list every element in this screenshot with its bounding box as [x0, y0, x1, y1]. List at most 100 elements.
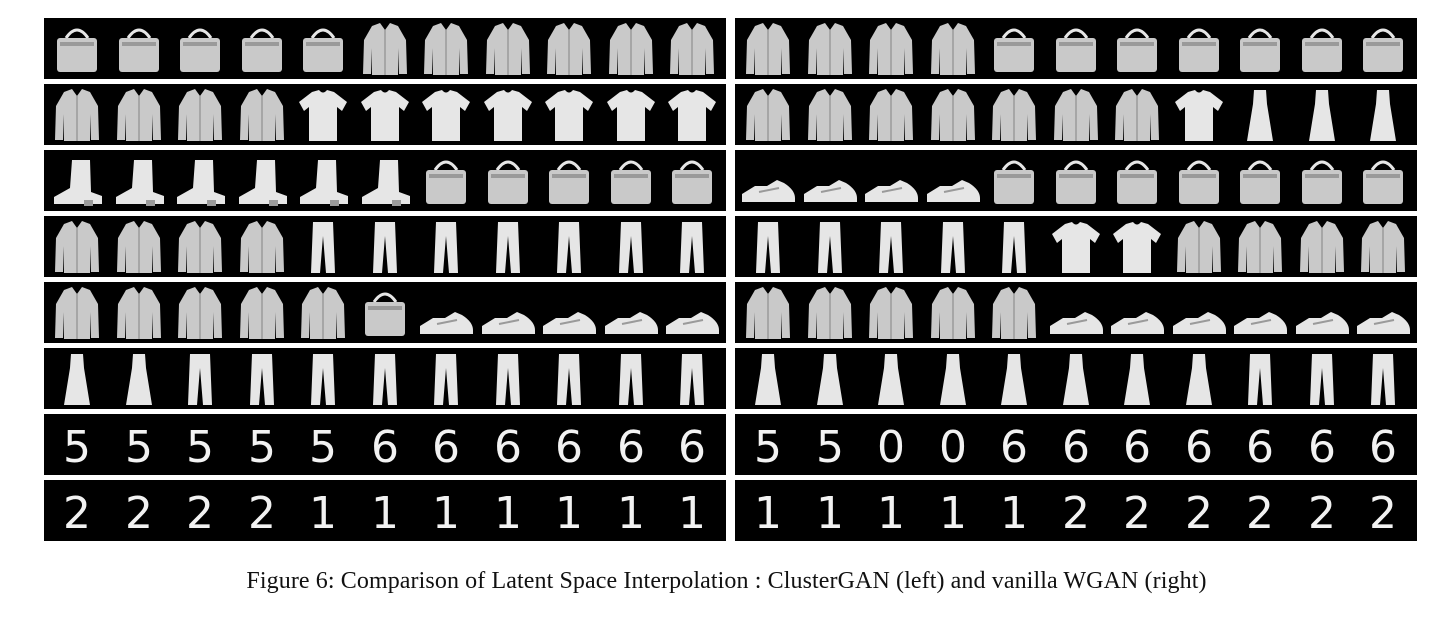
trouser-sample-image — [1229, 348, 1291, 409]
sneaker-sample-image — [477, 282, 539, 343]
wgan-row-4 — [735, 216, 1417, 277]
coat-sample-image — [108, 282, 170, 343]
svg-text:2: 2 — [1308, 488, 1336, 539]
digit-6-sample: 6 — [415, 414, 477, 475]
coat-sample-image — [922, 282, 984, 343]
bag-sample-image — [661, 150, 723, 211]
digit-1-sample: 1 — [737, 480, 799, 541]
trouser-sample-image — [737, 216, 799, 277]
sneaker-sample-image — [737, 150, 799, 211]
bag-sample-image — [46, 18, 108, 79]
digit-6-sample: 6 — [1106, 414, 1168, 475]
tshirt-sample-image — [661, 84, 723, 145]
digit-2-sample: 2 — [1168, 480, 1230, 541]
svg-text:6: 6 — [1185, 422, 1213, 473]
coat-sample-image — [169, 216, 231, 277]
svg-text:1: 1 — [877, 488, 905, 539]
trouser-sample-image — [538, 216, 600, 277]
digit-2-sample: 2 — [1352, 480, 1414, 541]
svg-text:5: 5 — [125, 422, 153, 473]
trouser-sample-image — [231, 348, 293, 409]
coat-sample-image — [231, 84, 293, 145]
coat-sample-image — [538, 18, 600, 79]
sneaker-sample-image — [1352, 282, 1414, 343]
sneaker-sample-image — [1168, 282, 1230, 343]
boot-sample-image — [231, 150, 293, 211]
svg-text:1: 1 — [371, 488, 399, 539]
svg-text:6: 6 — [1308, 422, 1336, 473]
coat-sample-image — [737, 282, 799, 343]
coat-sample-image — [415, 18, 477, 79]
digit-6-sample: 6 — [477, 414, 539, 475]
coat-sample-image — [169, 84, 231, 145]
svg-text:1: 1 — [555, 488, 583, 539]
trouser-sample-image — [600, 348, 662, 409]
bag-sample-image — [538, 150, 600, 211]
tshirt-sample-image — [292, 84, 354, 145]
tshirt-sample-image — [415, 84, 477, 145]
svg-text:0: 0 — [877, 422, 905, 473]
trouser-sample-image — [354, 348, 416, 409]
bag-sample-image — [292, 18, 354, 79]
digit-0-sample: 0 — [922, 414, 984, 475]
coat-sample-image — [108, 84, 170, 145]
bag-sample-image — [983, 150, 1045, 211]
coat-sample-image — [46, 216, 108, 277]
trouser-sample-image — [661, 348, 723, 409]
wgan-row-1 — [735, 18, 1417, 79]
trouser-sample-image — [1352, 348, 1414, 409]
coat-sample-image — [1352, 216, 1414, 277]
trouser-sample-image — [477, 348, 539, 409]
svg-text:6: 6 — [617, 422, 645, 473]
svg-text:1: 1 — [432, 488, 460, 539]
coat-sample-image — [983, 282, 1045, 343]
svg-text:5: 5 — [309, 422, 337, 473]
svg-text:2: 2 — [1185, 488, 1213, 539]
svg-text:1: 1 — [617, 488, 645, 539]
tshirt-sample-image — [354, 84, 416, 145]
bag-sample-image — [1229, 150, 1291, 211]
trouser-sample-image — [477, 216, 539, 277]
sneaker-sample-image — [860, 150, 922, 211]
svg-text:5: 5 — [63, 422, 91, 473]
coat-sample-image — [737, 18, 799, 79]
svg-text:1: 1 — [678, 488, 706, 539]
trouser-sample-image — [860, 216, 922, 277]
digit-1-sample: 1 — [983, 480, 1045, 541]
coat-sample-image — [1168, 216, 1230, 277]
coat-sample-image — [231, 282, 293, 343]
digit-1-sample: 1 — [538, 480, 600, 541]
bag-sample-image — [1168, 150, 1230, 211]
sneaker-sample-image — [1291, 282, 1353, 343]
coat-sample-image — [169, 282, 231, 343]
trouser-sample-image — [1291, 348, 1353, 409]
bag-sample-image — [1229, 18, 1291, 79]
sneaker-sample-image — [538, 282, 600, 343]
svg-text:2: 2 — [125, 488, 153, 539]
sneaker-sample-image — [415, 282, 477, 343]
coat-sample-image — [46, 84, 108, 145]
bag-sample-image — [108, 18, 170, 79]
dress-sample-image — [1229, 84, 1291, 145]
svg-text:5: 5 — [816, 422, 844, 473]
trouser-sample-image — [292, 348, 354, 409]
svg-text:5: 5 — [186, 422, 214, 473]
boot-sample-image — [354, 150, 416, 211]
bag-sample-image — [231, 18, 293, 79]
wgan-row-5 — [735, 282, 1417, 343]
svg-text:1: 1 — [309, 488, 337, 539]
digit-2-sample: 2 — [1045, 480, 1107, 541]
clustergan-row-5 — [44, 282, 726, 343]
coat-sample-image — [661, 18, 723, 79]
bag-sample-image — [600, 150, 662, 211]
sneaker-sample-image — [1229, 282, 1291, 343]
bag-sample-image — [1045, 18, 1107, 79]
coat-sample-image — [1291, 216, 1353, 277]
dress-sample-image — [46, 348, 108, 409]
bag-sample-image — [983, 18, 1045, 79]
bag-sample-image — [1352, 18, 1414, 79]
boot-sample-image — [108, 150, 170, 211]
sneaker-sample-image — [1106, 282, 1168, 343]
